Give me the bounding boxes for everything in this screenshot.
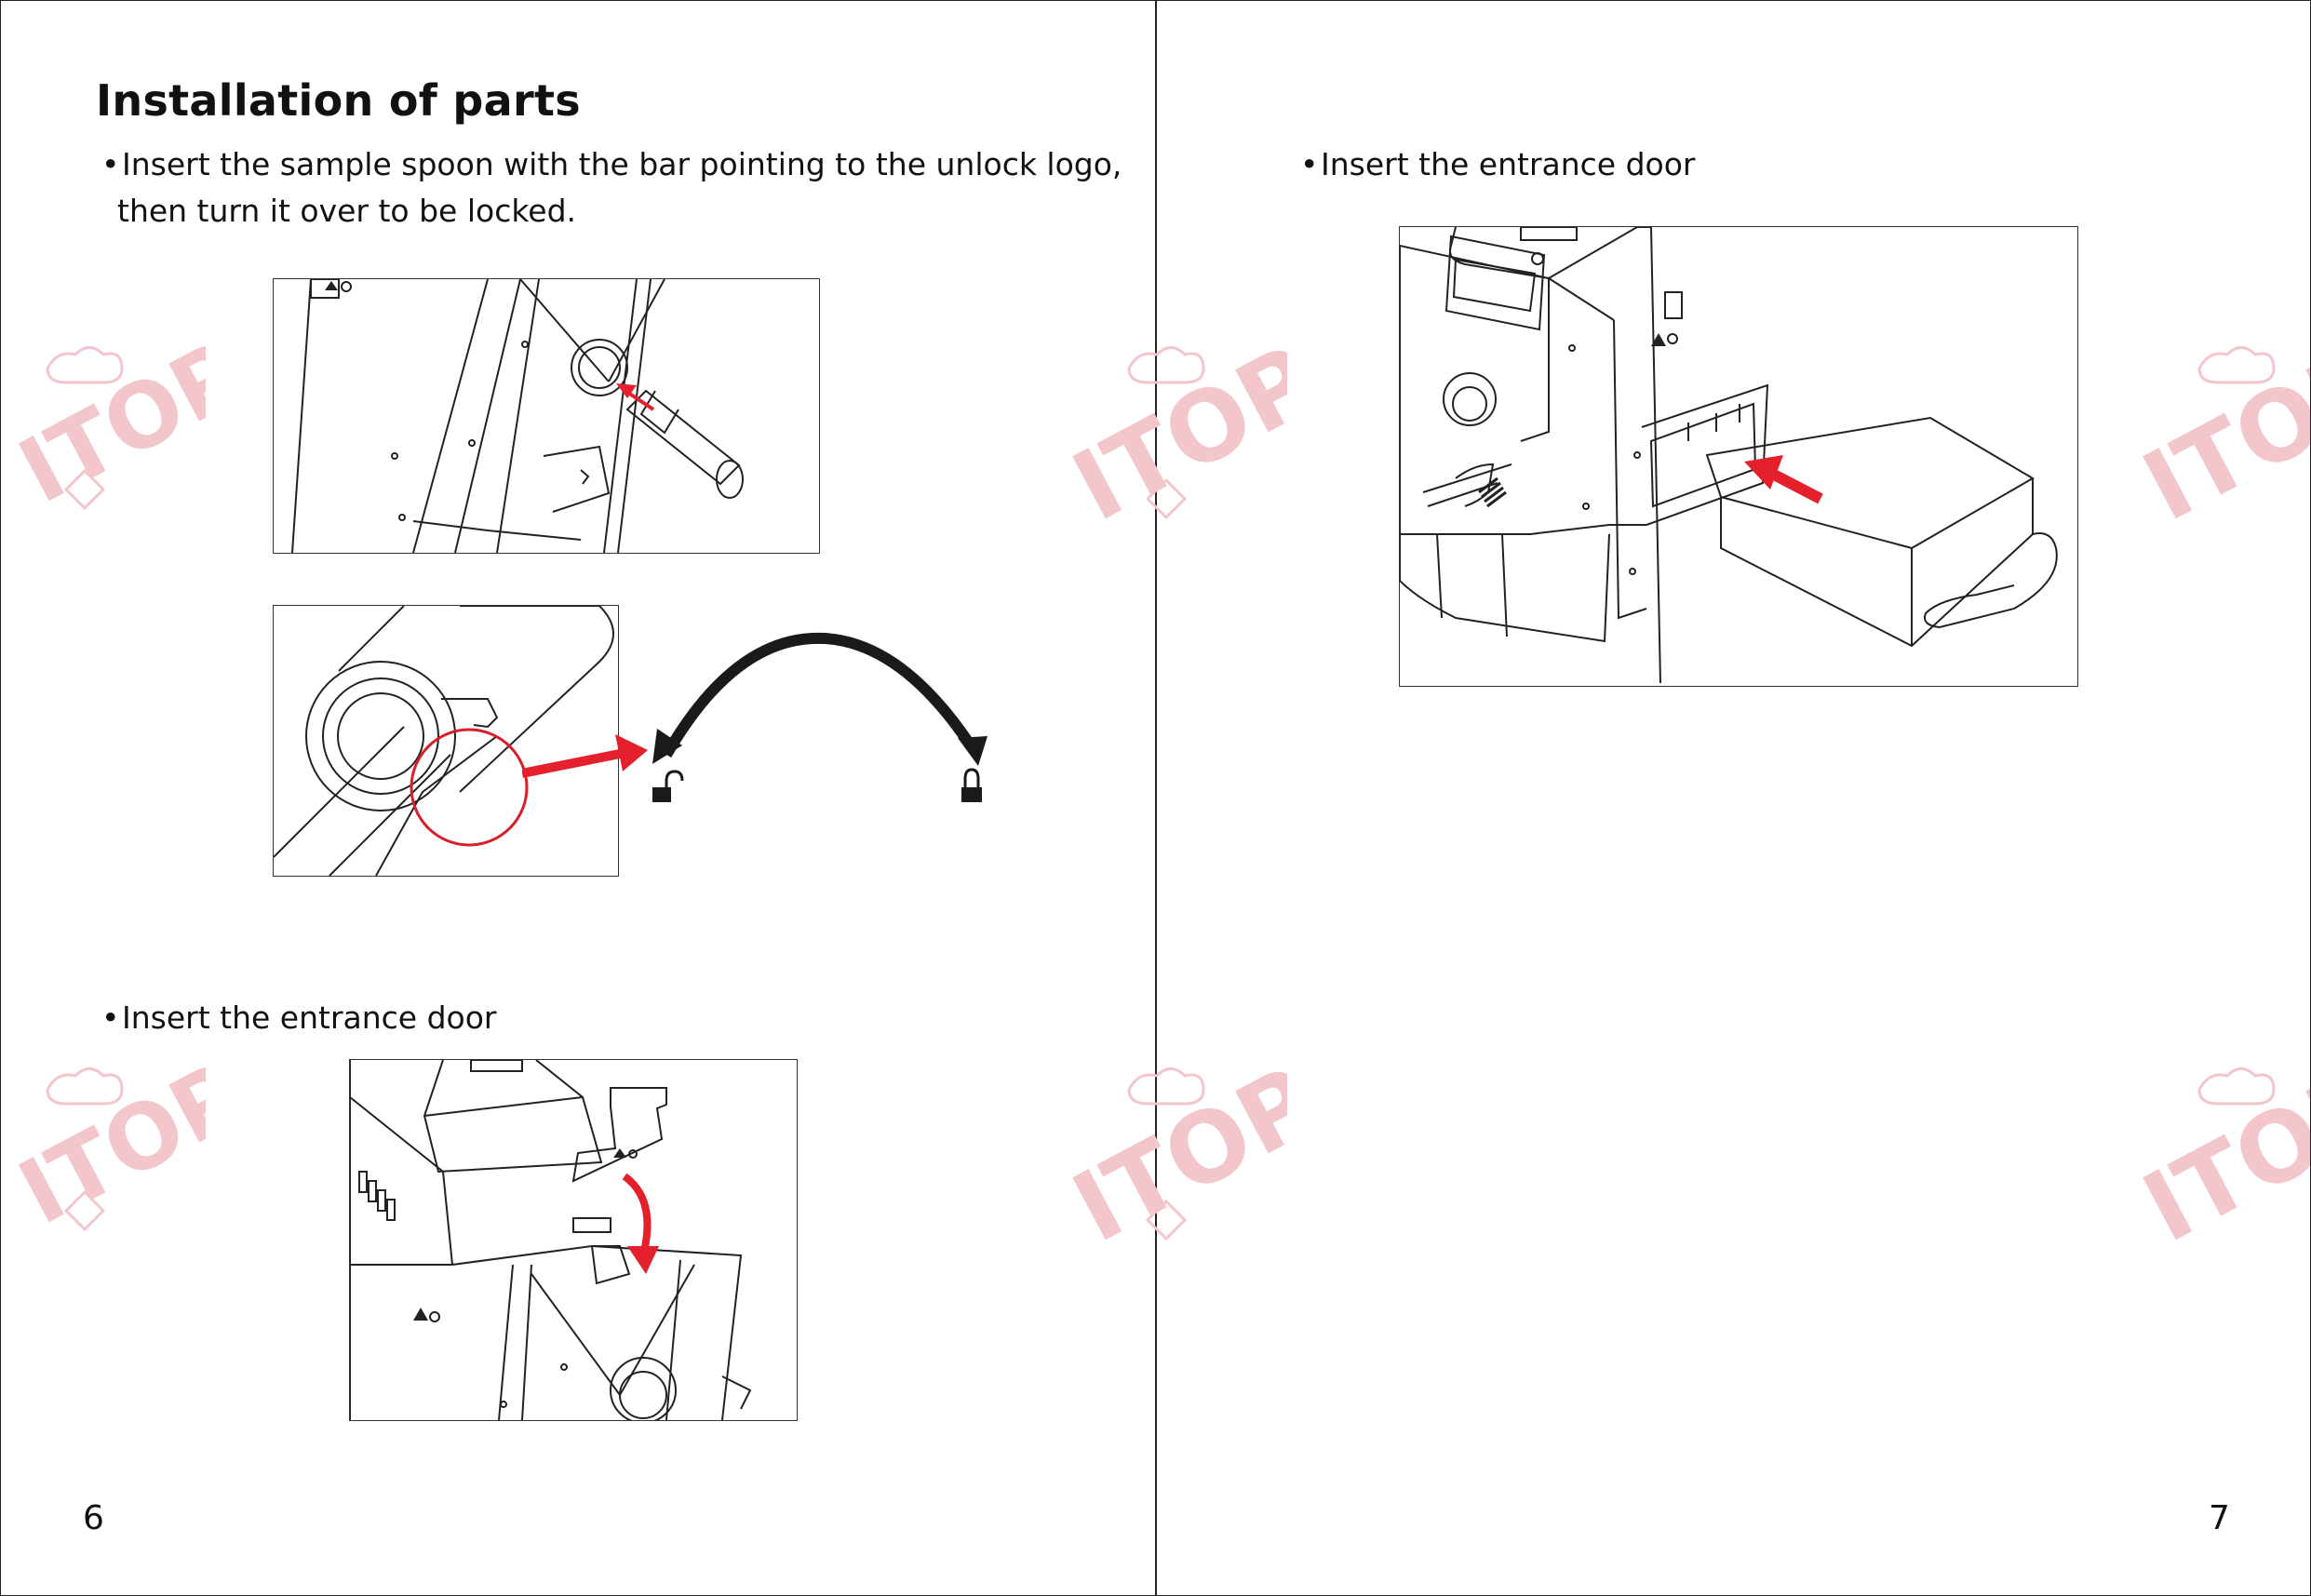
instruction-line-2: then turn it over to be locked.: [117, 193, 577, 229]
instruction-line-1: Insert the sample spoon with the bar poi…: [122, 146, 1122, 182]
warning-triangle-icon: [613, 1148, 638, 1159]
bullet-point: •: [101, 146, 120, 182]
page-title: Installation of parts: [96, 75, 581, 126]
instruction-text: Insert the entrance door: [1321, 146, 1696, 182]
bullet-point: •: [101, 999, 120, 1036]
watermark-text: ITOP: [3, 331, 206, 517]
warning-triangle-icon: [1651, 333, 1678, 346]
gear-icon: [1531, 252, 1544, 265]
instruction-entrance-door-left: •Insert the entrance door: [101, 995, 496, 1041]
right-page: •Insert the entrance door: [1055, 1, 2310, 1595]
watermark-logo: ITOP: [3, 331, 206, 517]
watermark-text: ITOP: [2126, 331, 2310, 536]
watermark-logo: ITOP: [2126, 1053, 2310, 1257]
page-number-right: 7: [2209, 1499, 2230, 1537]
figure-sample-spoon-insert: [273, 278, 820, 554]
figure-entrance-door-left: [349, 1059, 798, 1421]
watermark-logo: ITOP: [3, 1053, 206, 1239]
watermark-text: ITOP: [3, 1053, 206, 1239]
lock-rotation-diagram: [522, 632, 988, 802]
figure-entrance-door-right: [1399, 226, 2078, 687]
watermark-logo: ITOP: [2126, 331, 2310, 536]
warning-triangle-icon: [413, 1308, 440, 1322]
figure-lock-detail: [273, 605, 619, 877]
bullet-point: •: [1300, 146, 1319, 182]
instruction-sample-spoon: •Insert the sample spoon with the bar po…: [101, 141, 1122, 235]
instruction-text: Insert the entrance door: [122, 999, 497, 1036]
lock-icon: [961, 768, 982, 802]
watermark-text: ITOP: [2126, 1053, 2310, 1257]
page-number-left: 6: [83, 1499, 104, 1537]
instruction-entrance-door-right: •Insert the entrance door: [1300, 141, 1695, 188]
left-page: Installation of parts •Insert the sample…: [1, 1, 1157, 1595]
warning-triangle-icon: [325, 281, 352, 292]
unlock-icon: [652, 770, 684, 802]
